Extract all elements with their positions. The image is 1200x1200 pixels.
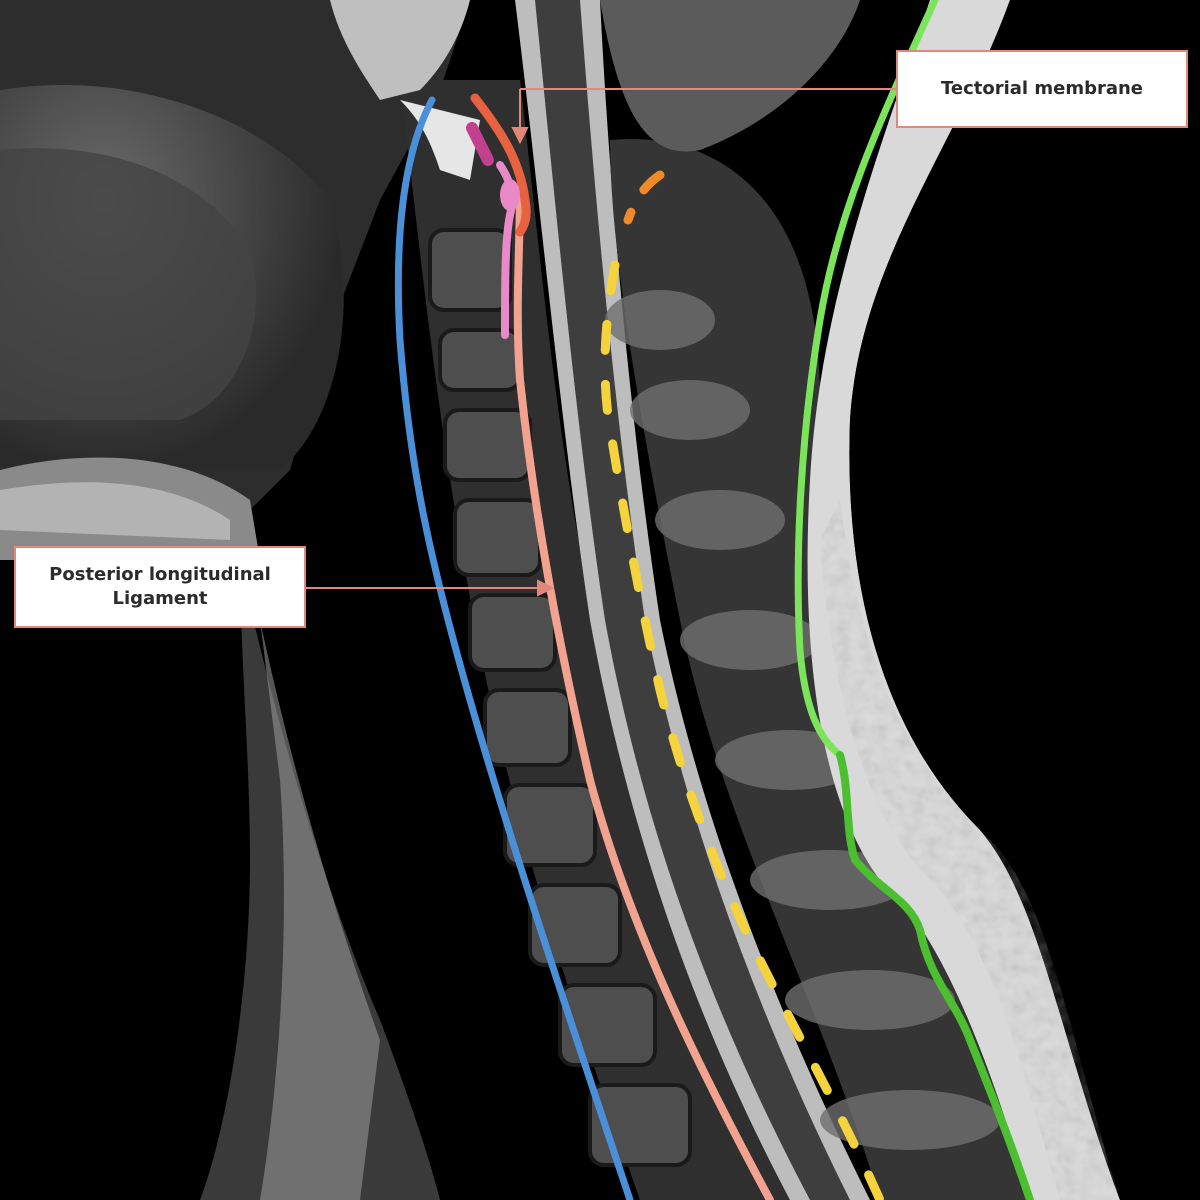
callout-arrows	[306, 88, 896, 597]
spinal-canal	[515, 0, 870, 1200]
posterior-longitudinal-ligament-label: Posterior longitudinal Ligament	[14, 546, 306, 628]
neck-anterior-tissue	[200, 560, 440, 1200]
alar-ligament-node	[500, 179, 520, 211]
anterior-longitudinal-ligament-line	[394, 96, 634, 1200]
posterior-neck-fat	[807, 0, 1200, 1200]
annotation-lines	[394, 0, 1034, 1200]
apical-ligament-mark	[466, 122, 494, 166]
posterior-longitudinal-ligament-line	[513, 186, 774, 1200]
ligamentum-flavum-yellow-line	[600, 260, 885, 1200]
supraspinous-ligament-light-green-line	[794, 0, 939, 759]
supraspinous-ligament-dark-green-line	[836, 751, 1034, 1200]
pll-arrowhead	[537, 579, 555, 597]
tectorial-membrane-line	[470, 93, 531, 237]
tectorial-membrane-label: Tectorial membrane	[896, 50, 1188, 128]
head-tissue	[0, 0, 470, 560]
pll-label-line1: Posterior longitudinal	[49, 563, 271, 585]
ligamentum-flavum-orange-line	[623, 170, 665, 225]
tectorial-membrane-label-text: Tectorial membrane	[940, 77, 1144, 99]
pll-label-line2: Ligament	[112, 588, 208, 609]
tectorial-arrowhead	[511, 127, 529, 145]
